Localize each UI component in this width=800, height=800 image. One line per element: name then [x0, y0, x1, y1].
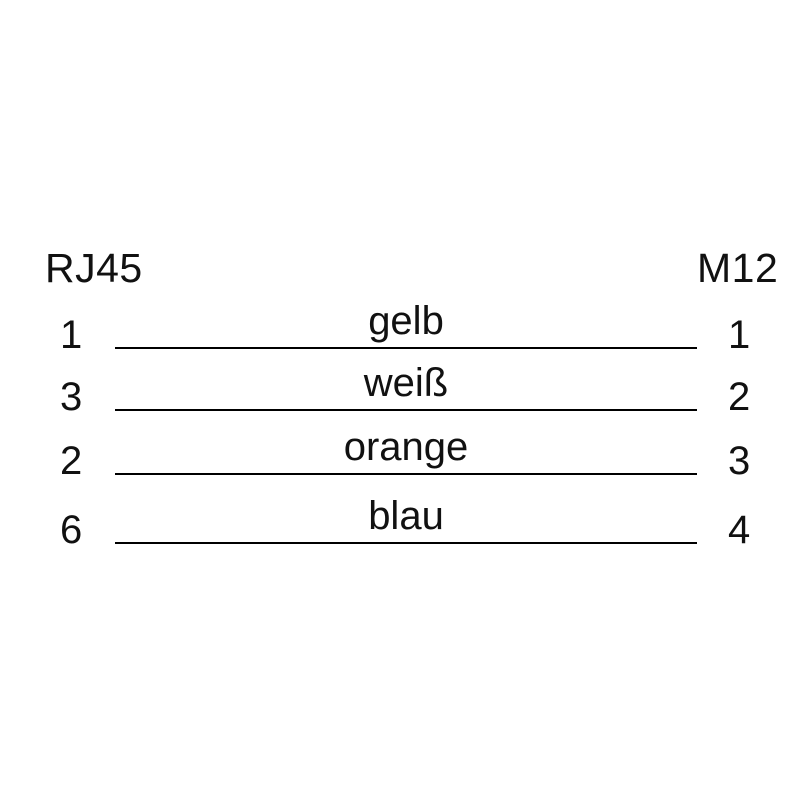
connector-line: [115, 347, 697, 349]
right-pin-number: 3: [728, 439, 751, 483]
left-connector-header: RJ45: [45, 245, 143, 291]
right-connector-header: M12: [697, 245, 779, 291]
wire-color-label: gelb: [368, 299, 444, 343]
connector-line: [115, 542, 697, 544]
wire-color-label: blau: [368, 494, 444, 538]
left-pin-number: 3: [60, 375, 83, 419]
wire-color-label: orange: [343, 425, 469, 469]
connector-line: [115, 473, 697, 475]
left-pin-number: 2: [60, 439, 83, 483]
connector-line: [115, 409, 697, 411]
left-pin-number: 6: [60, 508, 83, 552]
right-pin-number: 4: [728, 508, 751, 552]
left-pin-number: 1: [60, 313, 83, 357]
right-pin-number: 1: [728, 313, 751, 357]
right-pin-number: 2: [728, 375, 751, 419]
wire-color-label: weiß: [363, 361, 449, 405]
